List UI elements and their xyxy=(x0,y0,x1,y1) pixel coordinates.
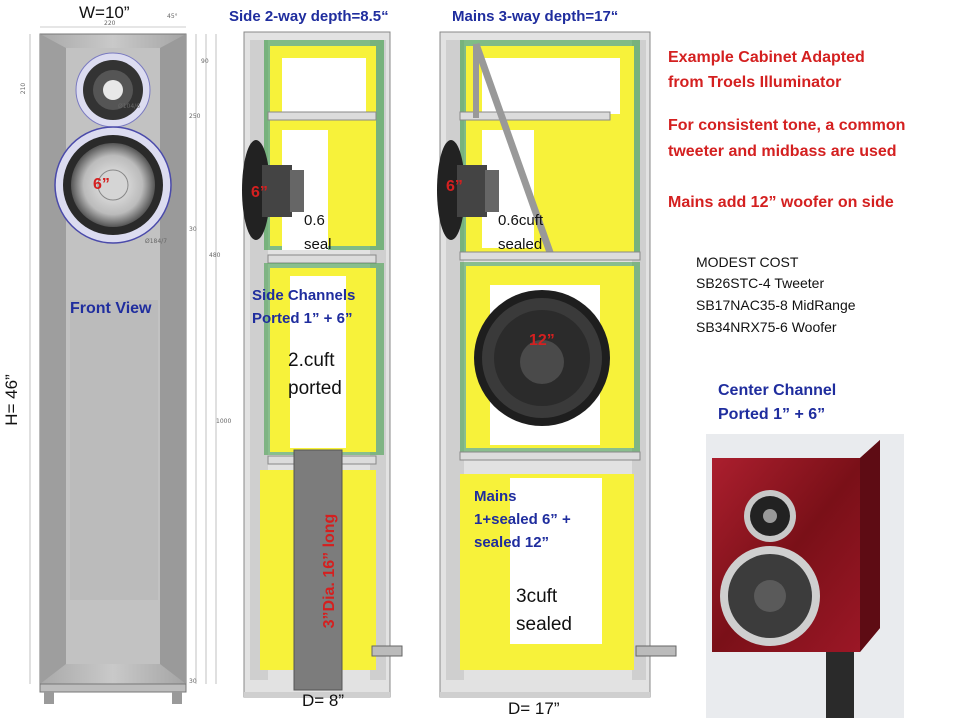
side-2way-title: Side 2-way depth=8.5“ xyxy=(229,8,389,25)
front-tweeter xyxy=(75,52,151,128)
front-woofer xyxy=(54,126,172,244)
front-dim-30a: 30 xyxy=(189,226,197,233)
front-width-label: W=10” xyxy=(79,3,130,22)
mains-depth-label: D= 17” xyxy=(508,699,560,718)
center-channel-photo xyxy=(706,434,904,718)
side-2way-box-volume-2: seal xyxy=(304,236,332,253)
front-dim-30b: 30 xyxy=(189,678,197,685)
note-example-2: from Troels Illuminator xyxy=(668,74,842,91)
front-view-label: Front View xyxy=(70,300,152,317)
front-dim-480: 480 xyxy=(209,252,221,259)
mains-label-1: Mains xyxy=(474,488,517,505)
front-dim-45: 45° xyxy=(167,13,178,20)
note-tone-1: For consistent tone, a common xyxy=(668,117,906,134)
side-port-label: 3”Dia. 16” long xyxy=(321,513,338,629)
center-label-1: Center Channel xyxy=(718,382,837,399)
parts-line-3: SB17NAC35-8 MidRange xyxy=(696,297,856,313)
side-2way-driver-label: 6” xyxy=(251,184,268,201)
mains-mid-driver xyxy=(437,140,499,240)
mains-driver-label: 6” xyxy=(446,178,463,195)
side-channels-label-2: Ported 1” + 6” xyxy=(252,310,353,327)
mains-lower-volume-2: sealed xyxy=(516,614,572,635)
front-driver-label: 6” xyxy=(93,176,110,193)
mains-label-3: sealed 12” xyxy=(474,534,550,551)
mains-label-2: 1+sealed 6” + xyxy=(474,511,571,528)
mains-mid-volume-2: sealed xyxy=(498,236,543,253)
front-dim-210: 210 xyxy=(20,82,28,95)
side-2way-driver xyxy=(242,140,304,240)
mains-mid-volume-1: 0.6cuft xyxy=(498,212,544,229)
side-depth-label: D= 8” xyxy=(302,691,345,710)
side-2way-box-volume-1: 0.6 xyxy=(304,212,325,229)
front-dimension-lines xyxy=(29,26,217,684)
note-mains-add: Mains add 12” woofer on side xyxy=(668,194,894,211)
parts-line-4: SB34NRX75-6 Woofer xyxy=(696,319,837,335)
note-tone-2: tweeter and midbass are used xyxy=(668,143,897,160)
front-height-label: H= 46” xyxy=(1,374,21,426)
parts-line-2: SB26STC-4 Tweeter xyxy=(696,275,825,291)
parts-line-1: MODEST COST xyxy=(696,254,799,270)
mains-woofer xyxy=(474,290,610,426)
front-dim-250: 250 xyxy=(189,113,201,120)
note-example-1: Example Cabinet Adapted xyxy=(668,49,865,66)
side-lower-volume-2: ported xyxy=(288,378,342,399)
mains-woofer-label: 12” xyxy=(529,332,555,349)
center-label-2: Ported 1” + 6” xyxy=(718,406,826,423)
side-lower-volume-1: 2.cuft xyxy=(288,350,335,371)
front-dim-woofer: Ø184/7 xyxy=(145,238,168,245)
front-dim-220: 220 xyxy=(104,20,116,27)
side-channels-label-1: Side Channels xyxy=(252,287,356,304)
mains-lower-volume-1: 3cuft xyxy=(516,586,558,607)
mains-3way-title: Mains 3-way depth=17“ xyxy=(452,8,619,25)
side-2way-cabinet xyxy=(243,31,403,698)
front-dim-90: 90 xyxy=(201,58,209,65)
front-dim-1000: 1000 xyxy=(216,418,232,425)
front-dim-tweeter: Ø104/6 xyxy=(118,103,141,110)
